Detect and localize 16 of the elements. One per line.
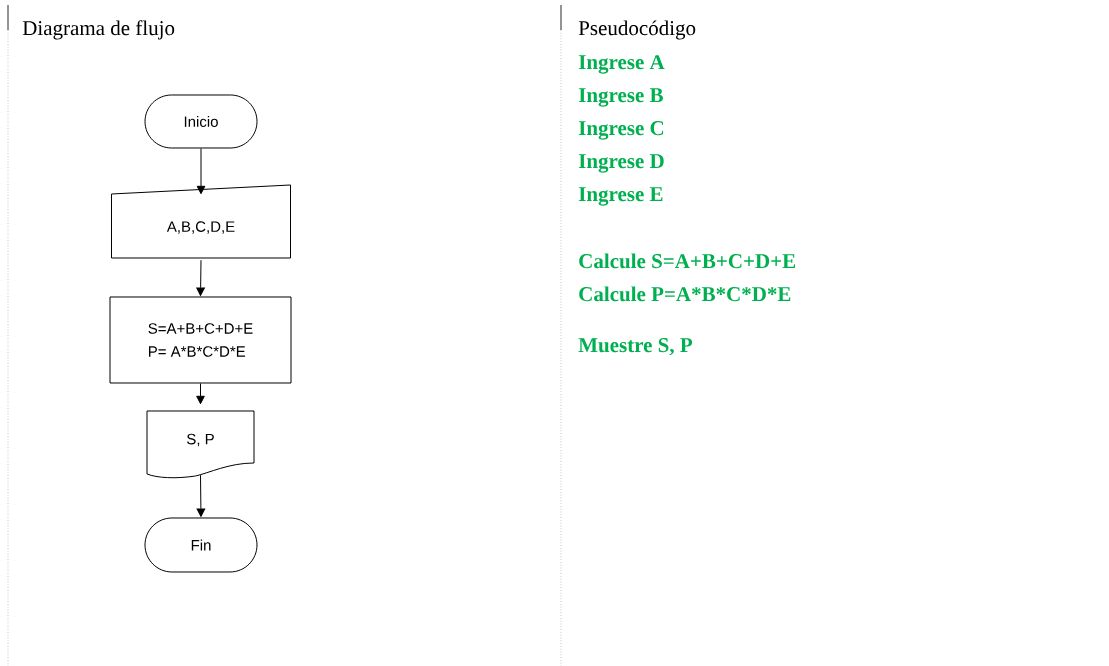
- pseudocode-line: Ingrese C: [578, 121, 664, 140]
- heading-text: Diagrama de flujo: [22, 20, 175, 40]
- process-box: S=A+B+C+D+E P= A*B*C*D*E: [109, 296, 292, 384]
- pseudocode-line: Muestre S, P: [578, 338, 693, 356]
- arrow: [196, 383, 205, 405]
- pseudocode-line: Ingrese A: [578, 55, 665, 74]
- pseudocode-line: Calcule P=A*B*C*D*E: [579, 286, 791, 302]
- pseudocode-line: Ingrese E: [578, 187, 663, 206]
- arrow: [196, 259, 205, 296]
- arrow: [196, 474, 206, 517]
- pseudocode-line: Ingrese B: [578, 88, 663, 107]
- pseudocode-line: Calcule S=A+B+C+D+E: [579, 253, 796, 269]
- pseudocode-line: Ingrese D: [578, 154, 664, 173]
- input-parallelogram: A,B,C,D,E: [111, 184, 291, 259]
- heading-text: Pseudocódigo: [578, 20, 696, 40]
- arrow: [196, 148, 206, 195]
